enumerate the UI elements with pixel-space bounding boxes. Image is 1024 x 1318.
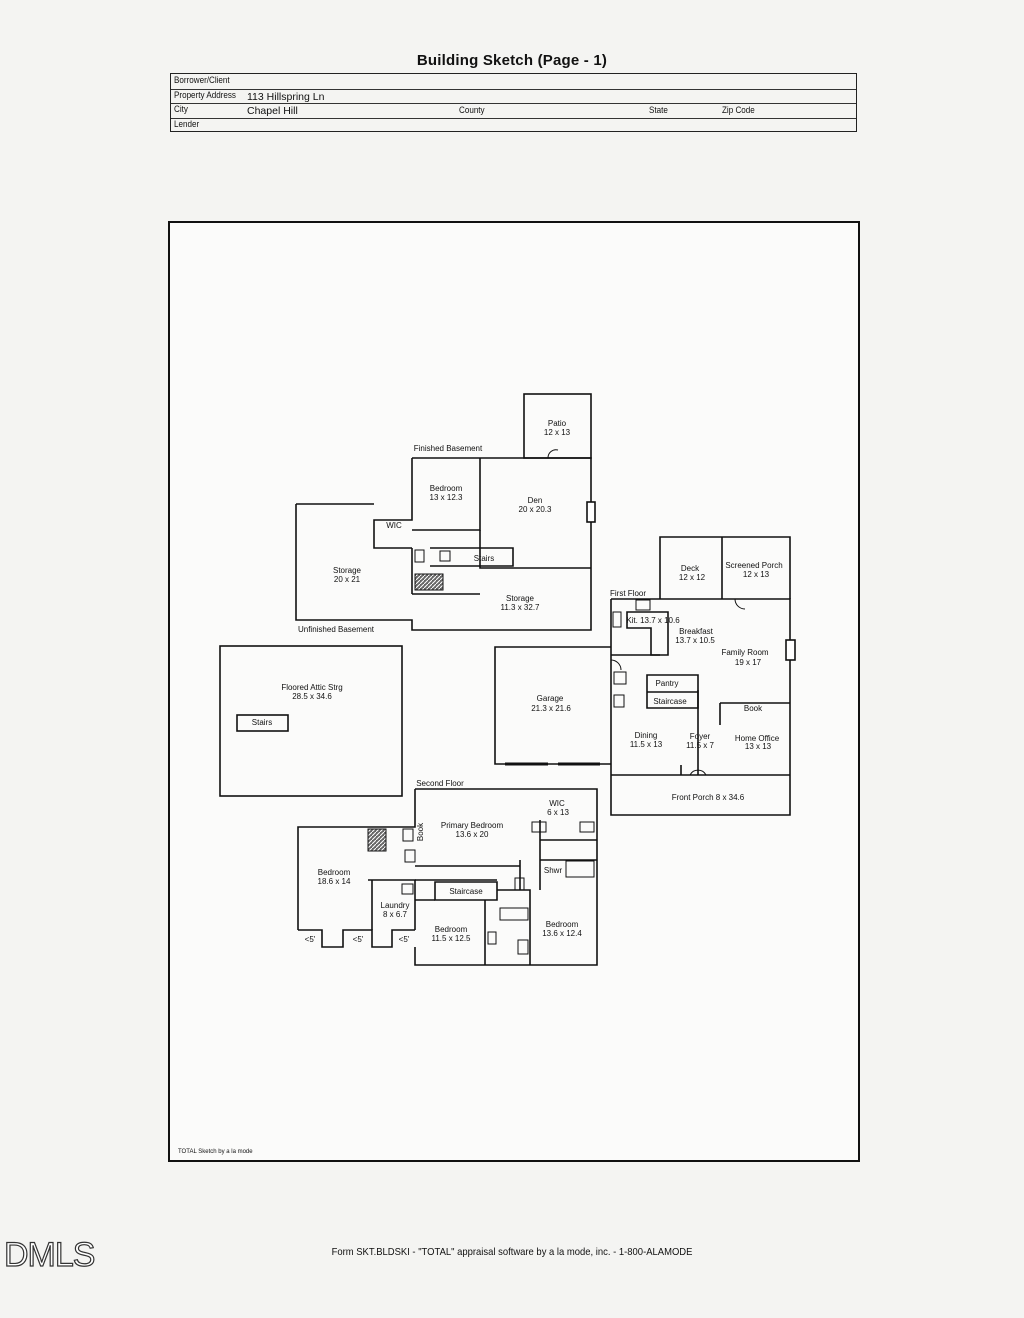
room-book-2: Book	[416, 822, 425, 841]
form-footer: Form SKT.BLDSKI - "TOTAL" appraisal soft…	[331, 1246, 693, 1258]
zip-label: Zip Code	[722, 105, 755, 116]
lender-label: Lender	[174, 118, 200, 130]
room-home-office: Home Office	[735, 734, 780, 743]
sketch-frame	[168, 221, 860, 1162]
room-laundry: Laundry	[381, 901, 410, 910]
label-lt5-c: <5'	[399, 935, 410, 944]
room-patio: Patio	[548, 419, 567, 428]
room-bedroom-a-dim: 18.6 x 14	[318, 877, 351, 886]
room-dining-dim: 11.5 x 13	[630, 740, 663, 749]
room-bedroom-b-dim: 11.5 x 12.5	[432, 934, 472, 943]
room-attic-dim: 28.5 x 34.6	[292, 692, 332, 701]
room-den-dim: 20 x 20.3	[519, 505, 552, 514]
room-screened-porch: Screened Porch	[725, 561, 782, 570]
room-foyer: Foyer	[690, 732, 711, 741]
room-attic: Floored Attic Strg	[281, 683, 342, 692]
room-storage-left: Storage	[333, 566, 362, 575]
dmls-logo: DMLS	[3, 1235, 96, 1274]
room-wic-2-dim: 6 x 13	[547, 808, 569, 817]
attic-stairs-box	[236, 714, 289, 732]
room-storage-right-dim: 11.3 x 32.7	[501, 603, 541, 612]
room-pantry: Pantry	[655, 679, 678, 688]
room-foyer-dim: 11.5 x 7	[686, 741, 714, 750]
room-patio-dim: 12 x 13	[544, 428, 571, 437]
label-lt5-b: <5'	[353, 935, 364, 944]
room-garage: Garage	[537, 694, 564, 703]
room-primary-bedroom-dim: 13.6 x 20	[456, 830, 489, 839]
room-screened-porch-dim: 12 x 13	[743, 570, 770, 579]
room-front-porch: Front Porch 8 x 34.6	[672, 793, 745, 802]
room-stairs-bsmt: Stairs	[474, 554, 494, 563]
label-second-floor: Second Floor	[416, 779, 464, 788]
finished-basement-outline	[412, 457, 592, 568]
room-home-office-dim: 13 x 13	[745, 742, 772, 751]
room-den: Den	[528, 496, 543, 505]
deck-porch-outline	[659, 536, 791, 599]
borrower-label: Borrower/Client	[174, 75, 230, 86]
city-label: City	[174, 104, 188, 115]
first-floor-outline	[610, 598, 791, 816]
room-dining: Dining	[635, 731, 658, 740]
room-bedroom-c: Bedroom	[546, 920, 579, 929]
property-value: 113 Hillspring Ln	[247, 90, 325, 103]
city-value: Chapel Hill	[247, 105, 298, 117]
room-shwr: Shwr	[544, 866, 563, 875]
label-first-floor: First Floor	[610, 589, 646, 598]
page-title: Building Sketch (Page - 1)	[416, 52, 608, 69]
room-wic-2: WIC	[549, 799, 565, 808]
room-attic-stairs: Stairs	[252, 718, 272, 727]
label-lt5-a: <5'	[305, 935, 316, 944]
room-bsmt-bedroom: Bedroom	[430, 484, 463, 493]
room-bsmt-bedroom-dim: 13 x 12.3	[430, 493, 463, 502]
county-label: County	[459, 105, 485, 116]
sketch-credit: TOTAL Sketch by a la mode	[178, 1149, 253, 1155]
room-bedroom-c-dim: 13.6 x 12.4	[542, 929, 582, 938]
room-deck: Deck	[681, 564, 700, 573]
room-deck-dim: 12 x 12	[679, 573, 706, 582]
room-bedroom-a: Bedroom	[318, 868, 351, 877]
room-primary-bedroom: Primary Bedroom	[441, 821, 504, 830]
room-kit: Kit. 13.7 x 10.6	[626, 616, 680, 625]
room-storage-left-dim: 20 x 21	[334, 575, 361, 584]
room-family-room: Family Room	[721, 648, 768, 657]
label-finished-basement: Finished Basement	[414, 444, 483, 453]
room-staircase-1: Staircase	[653, 697, 687, 706]
room-storage-right: Storage	[506, 594, 535, 603]
property-label: Property Address	[174, 89, 236, 101]
label-unfinished-basement: Unfinished Basement	[298, 625, 375, 634]
room-staircase-2: Staircase	[449, 887, 483, 896]
room-garage-dim: 21.3 x 21.6	[531, 704, 571, 713]
room-breakfast: Breakfast	[679, 627, 714, 636]
attic-outline	[219, 645, 403, 797]
room-laundry-dim: 8 x 6.7	[383, 910, 408, 919]
room-family-room-dim: 19 x 17	[735, 658, 762, 667]
garage-outline	[494, 646, 611, 765]
header-form: Borrower/Client Property Address 113 Hil…	[170, 73, 857, 132]
room-wic-bsmt: WIC	[386, 521, 402, 530]
second-floor-outline	[414, 788, 598, 966]
room-book: Book	[744, 704, 763, 713]
room-breakfast-dim: 13.7 x 10.5	[675, 636, 715, 645]
room-bedroom-b: Bedroom	[435, 925, 468, 934]
unfinished-basement-outline	[295, 503, 592, 631]
state-label: State	[649, 105, 668, 116]
